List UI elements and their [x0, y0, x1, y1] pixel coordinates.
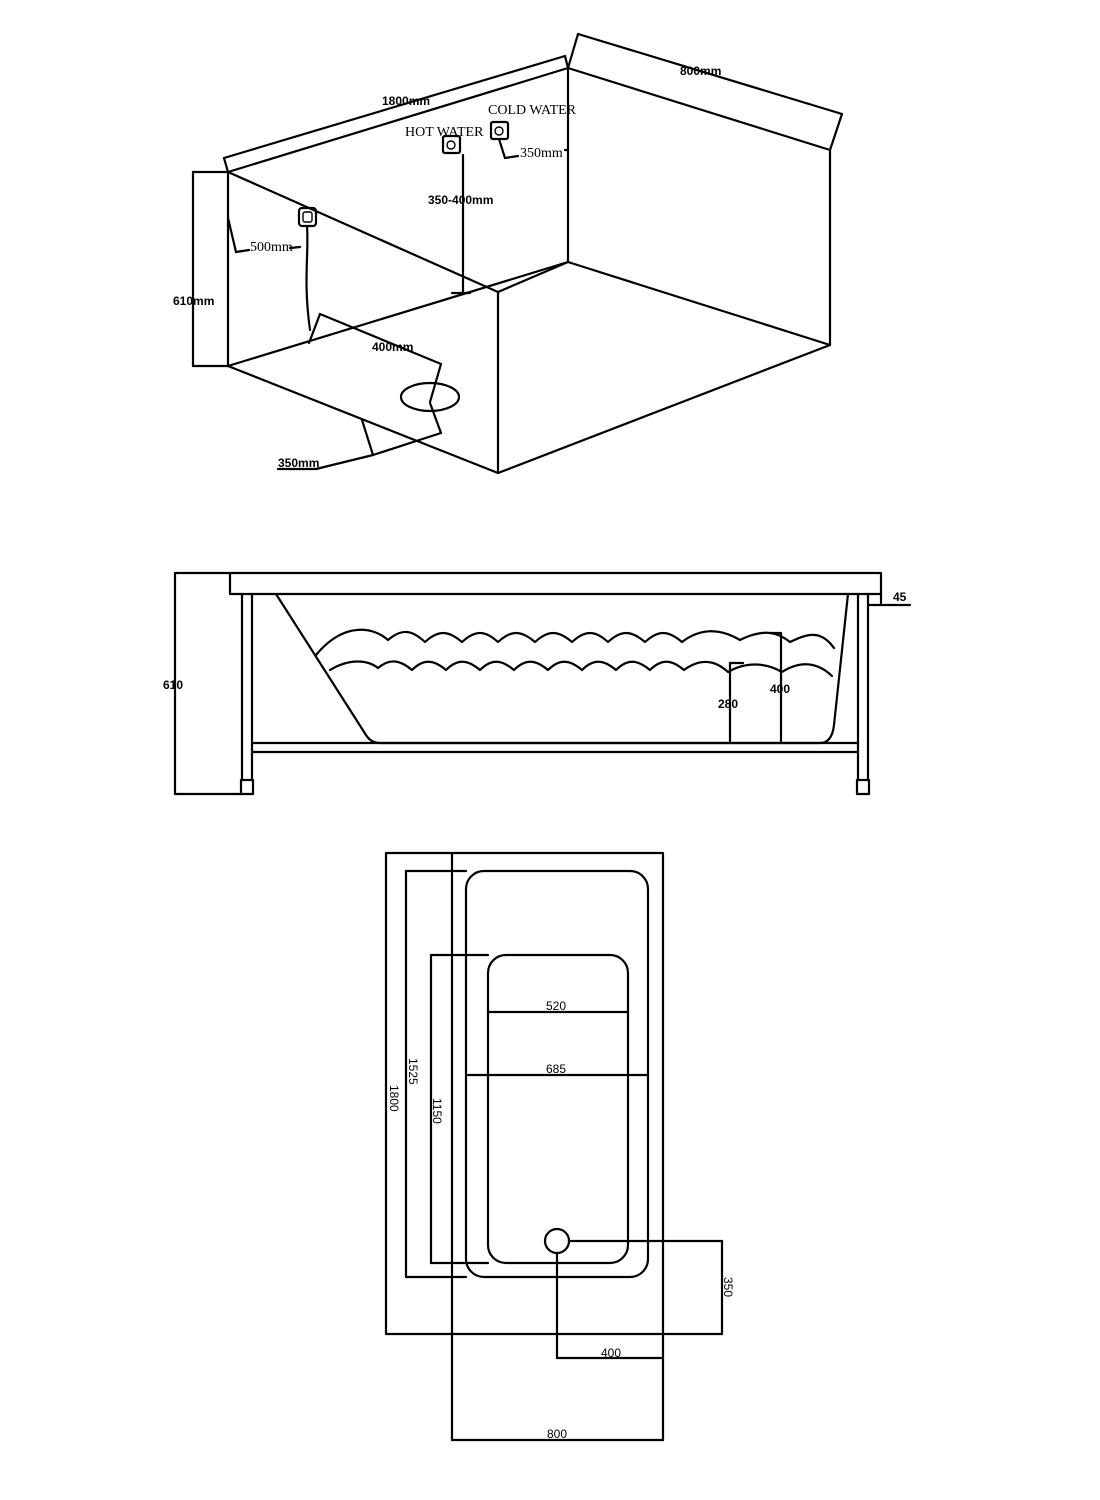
iso-front-top-edge	[226, 170, 500, 294]
basin-width-label: 520	[546, 999, 566, 1013]
iso-mid-edge	[496, 260, 570, 294]
side-basin-outline	[274, 592, 850, 745]
side-rim	[228, 571, 883, 596]
side-view: 280 400 610 45	[163, 571, 912, 796]
iso-back-bottom-edge	[566, 260, 832, 347]
iso-height-label: 610mm	[173, 294, 214, 308]
iso-length-dim-line	[222, 54, 567, 160]
inner-width-label: 685	[546, 1062, 566, 1076]
iso-drain-side-dim-line	[371, 431, 443, 457]
hot-water-valve-icon	[441, 134, 462, 155]
side-height-label: 610	[163, 678, 183, 692]
side-rim-label: 45	[893, 590, 907, 604]
drain-side-label: 350	[721, 1277, 735, 1297]
right-leg-foot	[855, 778, 871, 796]
iso-drain-side-label: 350mm	[278, 456, 319, 470]
hot-water-label: HOT WATER	[405, 125, 484, 140]
left-leg-foot	[239, 778, 255, 796]
water-wave-upper	[314, 628, 836, 657]
iso-width-label: 800mm	[680, 64, 721, 78]
top-drain-icon	[543, 1227, 571, 1255]
top-outer-rect	[384, 851, 665, 1336]
mixer-offset-label: 500mm	[250, 240, 293, 255]
water-low-label: 280	[718, 697, 738, 711]
iso-drain-end-label: 400mm	[372, 340, 413, 354]
iso-width-dim-line	[576, 32, 844, 116]
hose-icon	[305, 224, 312, 332]
isometric-view: 1800mm 800mm 610mm HOT WATER COLD WATER …	[173, 32, 844, 475]
water-wave-lower	[328, 660, 834, 678]
water-high-label: 400	[770, 682, 790, 696]
outer-length-label: 1800	[387, 1085, 401, 1112]
drain-end-label: 400	[601, 1346, 621, 1360]
valve-height-label: 350-400mm	[428, 193, 493, 207]
cold-water-valve-icon	[489, 120, 510, 141]
valve-spacing-label: 350mm	[520, 146, 563, 161]
basin-length-label: 1150	[430, 1098, 444, 1124]
inner-length-label: 1525	[406, 1058, 420, 1085]
iso-drain-end-dim-line	[318, 312, 443, 366]
iso-drain-icon	[399, 381, 461, 413]
top-view: 1800 1525 1150 520 685 350 400 800	[384, 851, 735, 1442]
outer-width-label: 800	[547, 1427, 567, 1441]
iso-length-label: 1800mm	[382, 94, 430, 108]
iso-floor-diagonal	[226, 260, 570, 368]
cold-water-label: COLD WATER	[488, 103, 577, 118]
